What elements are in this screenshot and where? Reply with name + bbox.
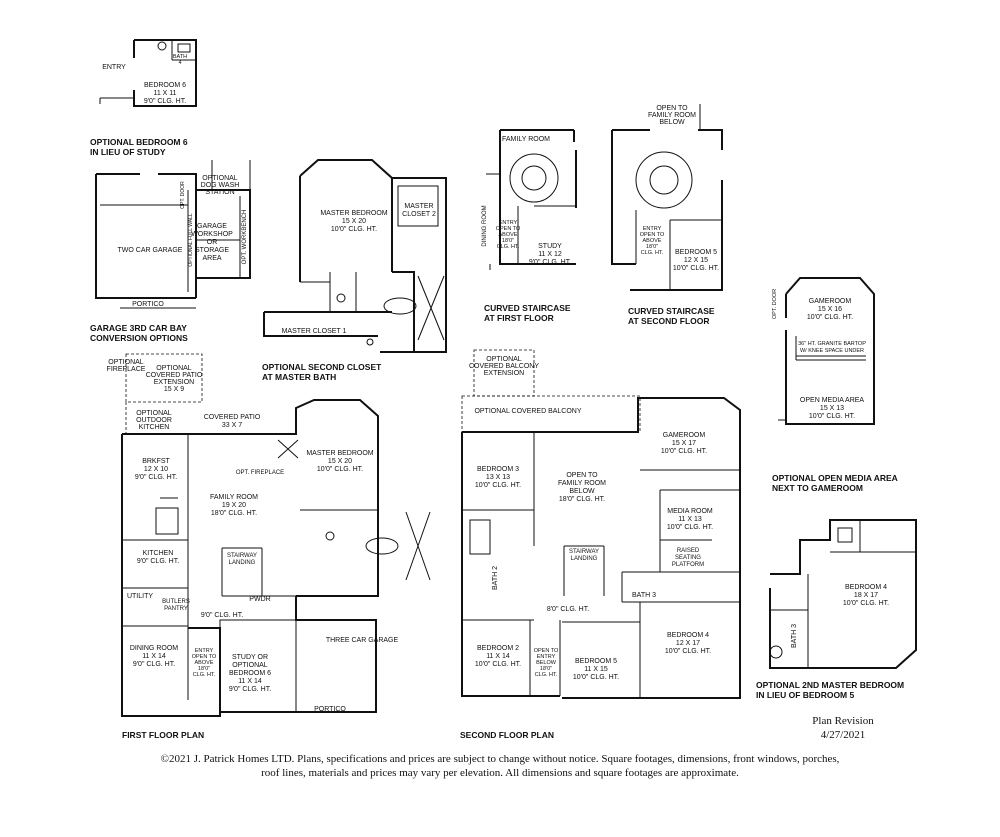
label-opt-door: OPT. DOOR [180, 181, 186, 209]
label-opt-workbench: OPT. WORKBENCH [242, 210, 248, 265]
label-dining-room: DINING ROOM [482, 205, 488, 246]
label-family-room: FAMILY ROOM [502, 136, 550, 143]
copyright-line-1: ©2021 J. Patrick Homes LTD. Plans, speci… [160, 753, 840, 765]
label-pwdr: PWDR [249, 596, 270, 603]
label-bath3-opt: BATH 3 [791, 624, 798, 648]
revision-date: 4/27/2021 [820, 729, 866, 741]
label-three-car-garage: THREE CAR GARAGE [326, 637, 399, 644]
room-label-two-car-garage: TWO CAR GARAGE [118, 247, 183, 254]
room-label-master-closet1: MASTER CLOSET 1 [282, 328, 347, 335]
label-opt-covered-balcony: OPTIONAL COVERED BALCONY [474, 408, 581, 415]
label-bath2: BATH 2 [492, 566, 499, 590]
room-label: ENTRY [102, 64, 126, 71]
plan-revision: Plan Revision 4/27/2021 [803, 714, 883, 742]
label-portico: PORTICO [132, 301, 164, 308]
copyright-notice: ©2021 J. Patrick Homes LTD. Plans, speci… [100, 752, 900, 780]
copyright-line-2: roof lines, materials and prices may var… [261, 767, 739, 779]
label-portico-ff: PORTICO [314, 706, 346, 713]
label-hall-8ft: 8'0" CLG. HT. [547, 606, 589, 613]
label-utility: UTILITY [127, 593, 153, 600]
revision-label: Plan Revision [812, 715, 874, 727]
label-bath3-sf: BATH 3 [632, 592, 656, 599]
caption-first-floor: FIRST FLOOR PLAN [122, 730, 204, 740]
label-hall-9ft: 9'0" CLG. HT. [201, 612, 243, 619]
label-opt-fireplace: OPT. FIREPLACE [236, 470, 284, 476]
label-optional-full-wall: OPTIONAL FULL WALL [188, 213, 194, 267]
label-opt-door-media: OPT. DOOR [772, 289, 778, 319]
caption-second-floor: SECOND FLOOR PLAN [460, 730, 554, 740]
